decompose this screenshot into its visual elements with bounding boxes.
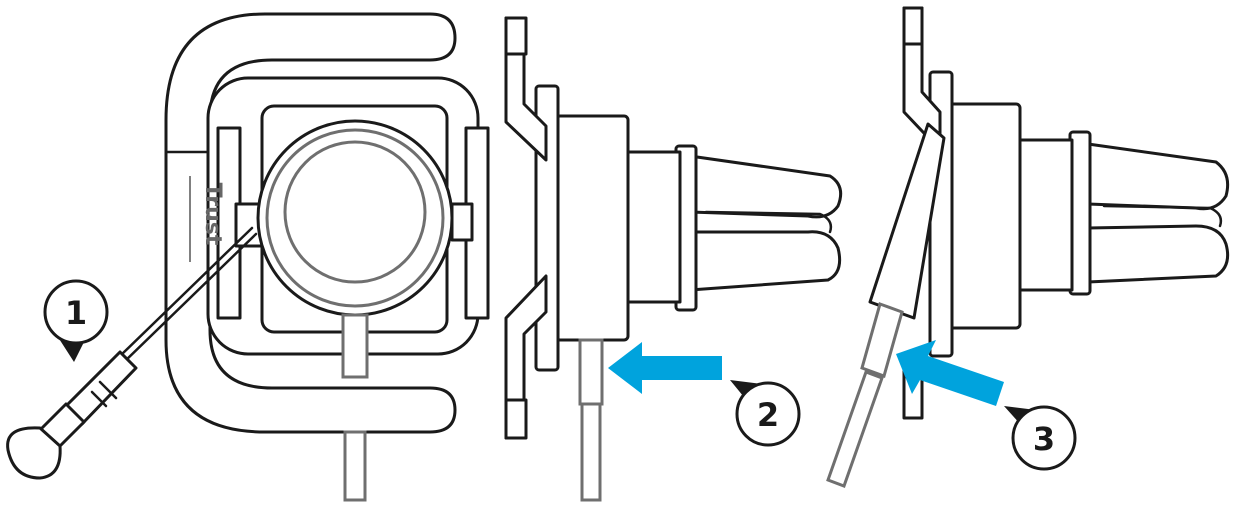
- figure-2-side-view: [504, 16, 843, 502]
- housing: [1014, 138, 1074, 292]
- pin-tool: [6, 226, 258, 480]
- charging-cable: [580, 402, 602, 502]
- figure-3-side-view: [826, 6, 1230, 488]
- insert-arrow: [896, 340, 1004, 406]
- vent-clip: [1086, 142, 1230, 284]
- trust-logo: Trust: [189, 176, 225, 262]
- step-3-callout: 3: [1004, 405, 1077, 471]
- cable-strain-relief: [860, 302, 904, 378]
- step-1-callout: 1: [43, 279, 109, 362]
- step-3-number: 3: [1033, 420, 1055, 458]
- cable-strain-relief: [578, 338, 604, 406]
- charging-cable: [343, 430, 367, 502]
- base-body: [554, 114, 630, 342]
- charger-pad: [283, 140, 427, 284]
- charging-cable: [826, 370, 884, 488]
- tilted-charger: [868, 122, 946, 320]
- trust-logo-text: Trust: [200, 183, 225, 246]
- vent-clip: [688, 154, 843, 292]
- cable-strain-relief: [341, 313, 369, 379]
- step-2-number: 2: [757, 396, 779, 434]
- holder-arms: [164, 12, 457, 434]
- insert-arrow: [608, 342, 722, 394]
- base-body: [946, 102, 1022, 330]
- step-1-number: 1: [65, 294, 87, 332]
- step-2-callout: 2: [730, 380, 801, 447]
- housing: [622, 150, 682, 304]
- figure-1-front-view: Trust: [6, 12, 490, 502]
